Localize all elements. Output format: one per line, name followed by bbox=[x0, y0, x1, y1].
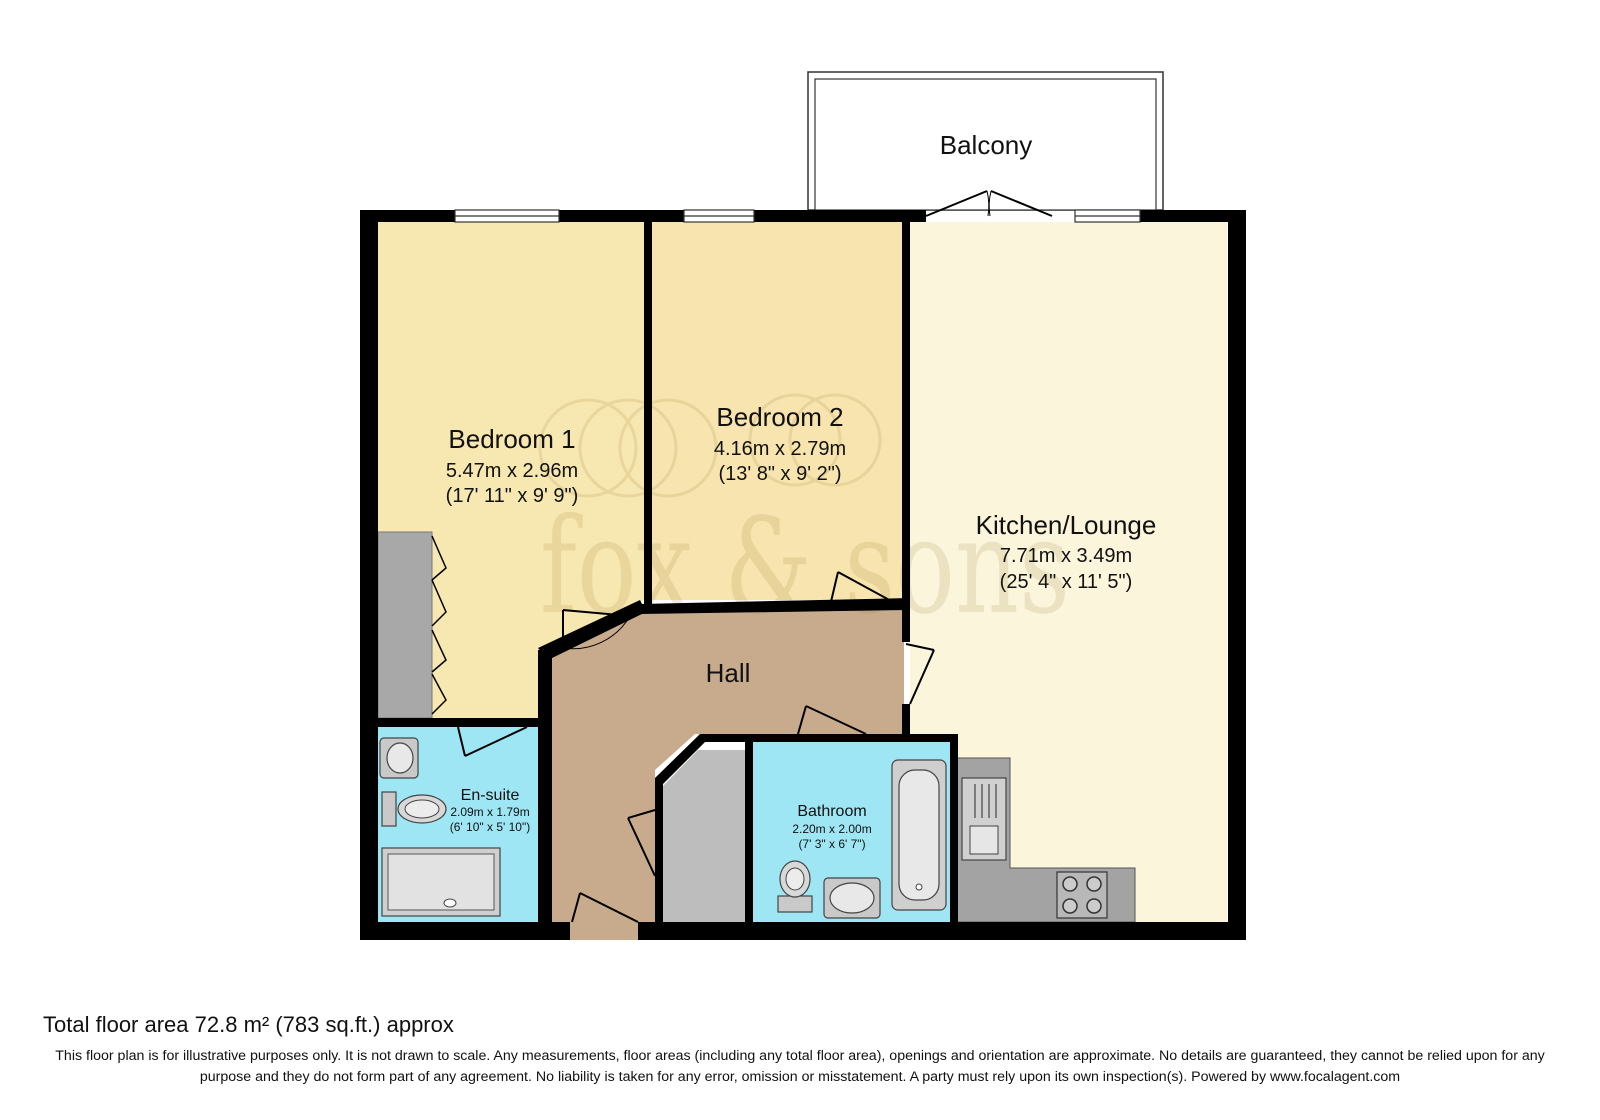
kitchen-units bbox=[956, 757, 1136, 923]
hall-floor bbox=[549, 606, 904, 922]
hob-icon bbox=[1056, 871, 1108, 919]
bedroom-1-window bbox=[454, 209, 560, 223]
bedroom-1-imperial: (17' 11" x 9' 9") bbox=[446, 485, 579, 507]
bathroom-imperial: (7' 3" x 6' 7") bbox=[798, 837, 865, 851]
ensuite-metric: 2.09m x 1.79m bbox=[450, 805, 529, 819]
balcony bbox=[807, 71, 1164, 211]
bathroom-fittings bbox=[777, 759, 947, 919]
cupboard-door bbox=[627, 809, 656, 877]
kitchen-window bbox=[1074, 209, 1141, 223]
wardrobe bbox=[377, 531, 433, 719]
shower-tray-icon bbox=[381, 847, 501, 917]
windows bbox=[454, 209, 1141, 223]
disclaimer: This floor plan is for illustrative purp… bbox=[55, 1048, 1545, 1085]
total-floor-area: Total floor area 72.8 m² (783 sq.ft.) ap… bbox=[43, 1012, 454, 1037]
wardrobe-doors bbox=[431, 535, 447, 715]
bedroom-2-imperial: (13' 8" x 9' 2") bbox=[719, 463, 842, 485]
cupboard-floor bbox=[663, 750, 745, 922]
bedroom-1-metric: 5.47m x 2.96m bbox=[446, 460, 578, 482]
kitchen-lounge-label: Kitchen/Lounge bbox=[976, 510, 1157, 540]
ensuite-label: En-suite bbox=[461, 787, 520, 804]
balcony-double-door bbox=[925, 190, 1053, 217]
kitchen-lounge-metric: 7.71m x 3.49m bbox=[1000, 545, 1132, 567]
ensuite-imperial: (6' 10" x 5' 10") bbox=[450, 820, 530, 834]
bedroom-2-window bbox=[683, 209, 755, 223]
toilet-icon bbox=[777, 860, 813, 913]
bedroom-1-floor bbox=[373, 222, 644, 718]
toilet-icon bbox=[381, 791, 447, 827]
bathroom-metric: 2.20m x 2.00m bbox=[792, 822, 871, 836]
doors bbox=[431, 190, 1053, 940]
ensuite-door bbox=[457, 726, 528, 757]
floor-plan: fox & sons bbox=[360, 71, 1246, 940]
bedroom-1-door bbox=[562, 609, 631, 650]
bathroom-label: Bathroom bbox=[797, 803, 866, 820]
bedroom-1-label: Bedroom 1 bbox=[448, 424, 575, 454]
ensuite-fittings bbox=[379, 737, 501, 917]
kitchen-lounge-imperial: (25' 4" x 11' 5") bbox=[1000, 571, 1133, 593]
balcony-label: Balcony bbox=[940, 130, 1033, 160]
kitchen-door bbox=[905, 643, 935, 705]
bath-icon bbox=[891, 759, 947, 911]
basin-icon bbox=[823, 877, 881, 919]
bedroom-2-floor bbox=[652, 222, 910, 600]
bedroom-2-label: Bedroom 2 bbox=[716, 402, 843, 432]
basin-icon bbox=[379, 737, 419, 779]
bathroom-door bbox=[797, 705, 867, 735]
entrance-door bbox=[570, 892, 639, 940]
bedroom-2-metric: 4.16m x 2.79m bbox=[714, 438, 846, 460]
hall-label: Hall bbox=[706, 658, 751, 688]
bedroom-2-door bbox=[829, 571, 894, 607]
